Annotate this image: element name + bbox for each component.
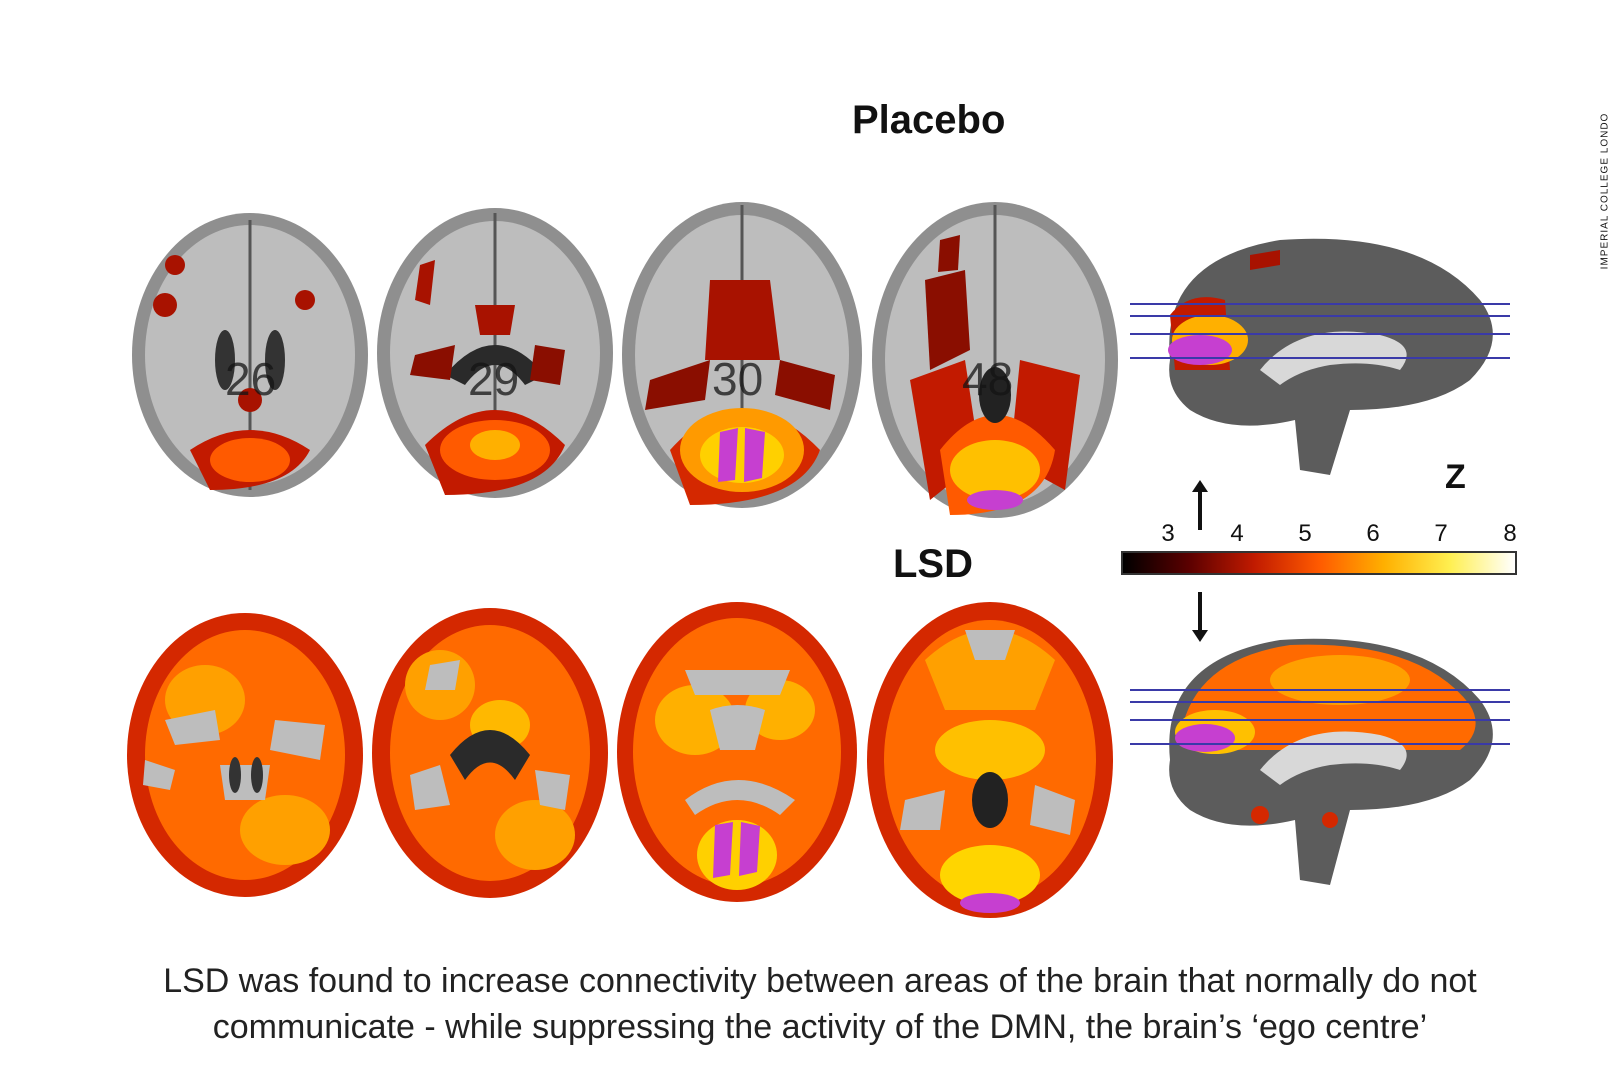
placebo-axial-slice-1 <box>130 210 370 500</box>
caption-line-2: communicate - while suppressing the acti… <box>212 1008 1428 1046</box>
arrow-down-icon <box>1192 592 1208 642</box>
caption-line-1: LSD was found to increase connectivity b… <box>163 962 1477 1000</box>
lsd-axial-slice-4 <box>865 600 1115 920</box>
placebo-axial-slice-4 <box>870 200 1120 520</box>
colorbar-tick: 8 <box>1503 520 1517 547</box>
slice-label-2: 29 <box>468 353 520 405</box>
colorbar-ticks: 3 4 5 6 7 8 <box>1155 520 1525 548</box>
colorbar-tick: 5 <box>1298 520 1312 547</box>
lsd-axial-slice-3 <box>615 600 860 905</box>
lsd-axial-slice-1 <box>125 610 365 900</box>
lsd-title: LSD <box>893 542 973 586</box>
colorbar-tick: 6 <box>1366 520 1380 547</box>
slice-label-3: 30 <box>712 353 764 405</box>
lsd-axial-slice-2 <box>370 605 610 900</box>
placebo-axial-slice-3 <box>620 200 865 510</box>
figure-caption: LSD was found to increase connectivity b… <box>40 958 1600 1050</box>
placebo-axial-slice-2 <box>375 205 615 500</box>
lsd-sagittal-view <box>1130 620 1510 890</box>
image-credit: IMPERIAL COLLEGE LONDO <box>1599 112 1611 270</box>
colorbar-tick: 3 <box>1161 520 1175 547</box>
placebo-sagittal-view <box>1130 220 1510 480</box>
slice-label-4: 48 <box>962 353 1014 405</box>
slice-label-1: 26 <box>225 353 277 405</box>
colorbar-tick: 4 <box>1230 520 1244 547</box>
colorbar-tick: 7 <box>1434 520 1448 547</box>
z-score-label: Z <box>1445 458 1466 496</box>
z-score-colorbar <box>1121 551 1517 575</box>
arrow-up-icon <box>1192 480 1208 530</box>
placebo-title: Placebo <box>852 98 1006 142</box>
